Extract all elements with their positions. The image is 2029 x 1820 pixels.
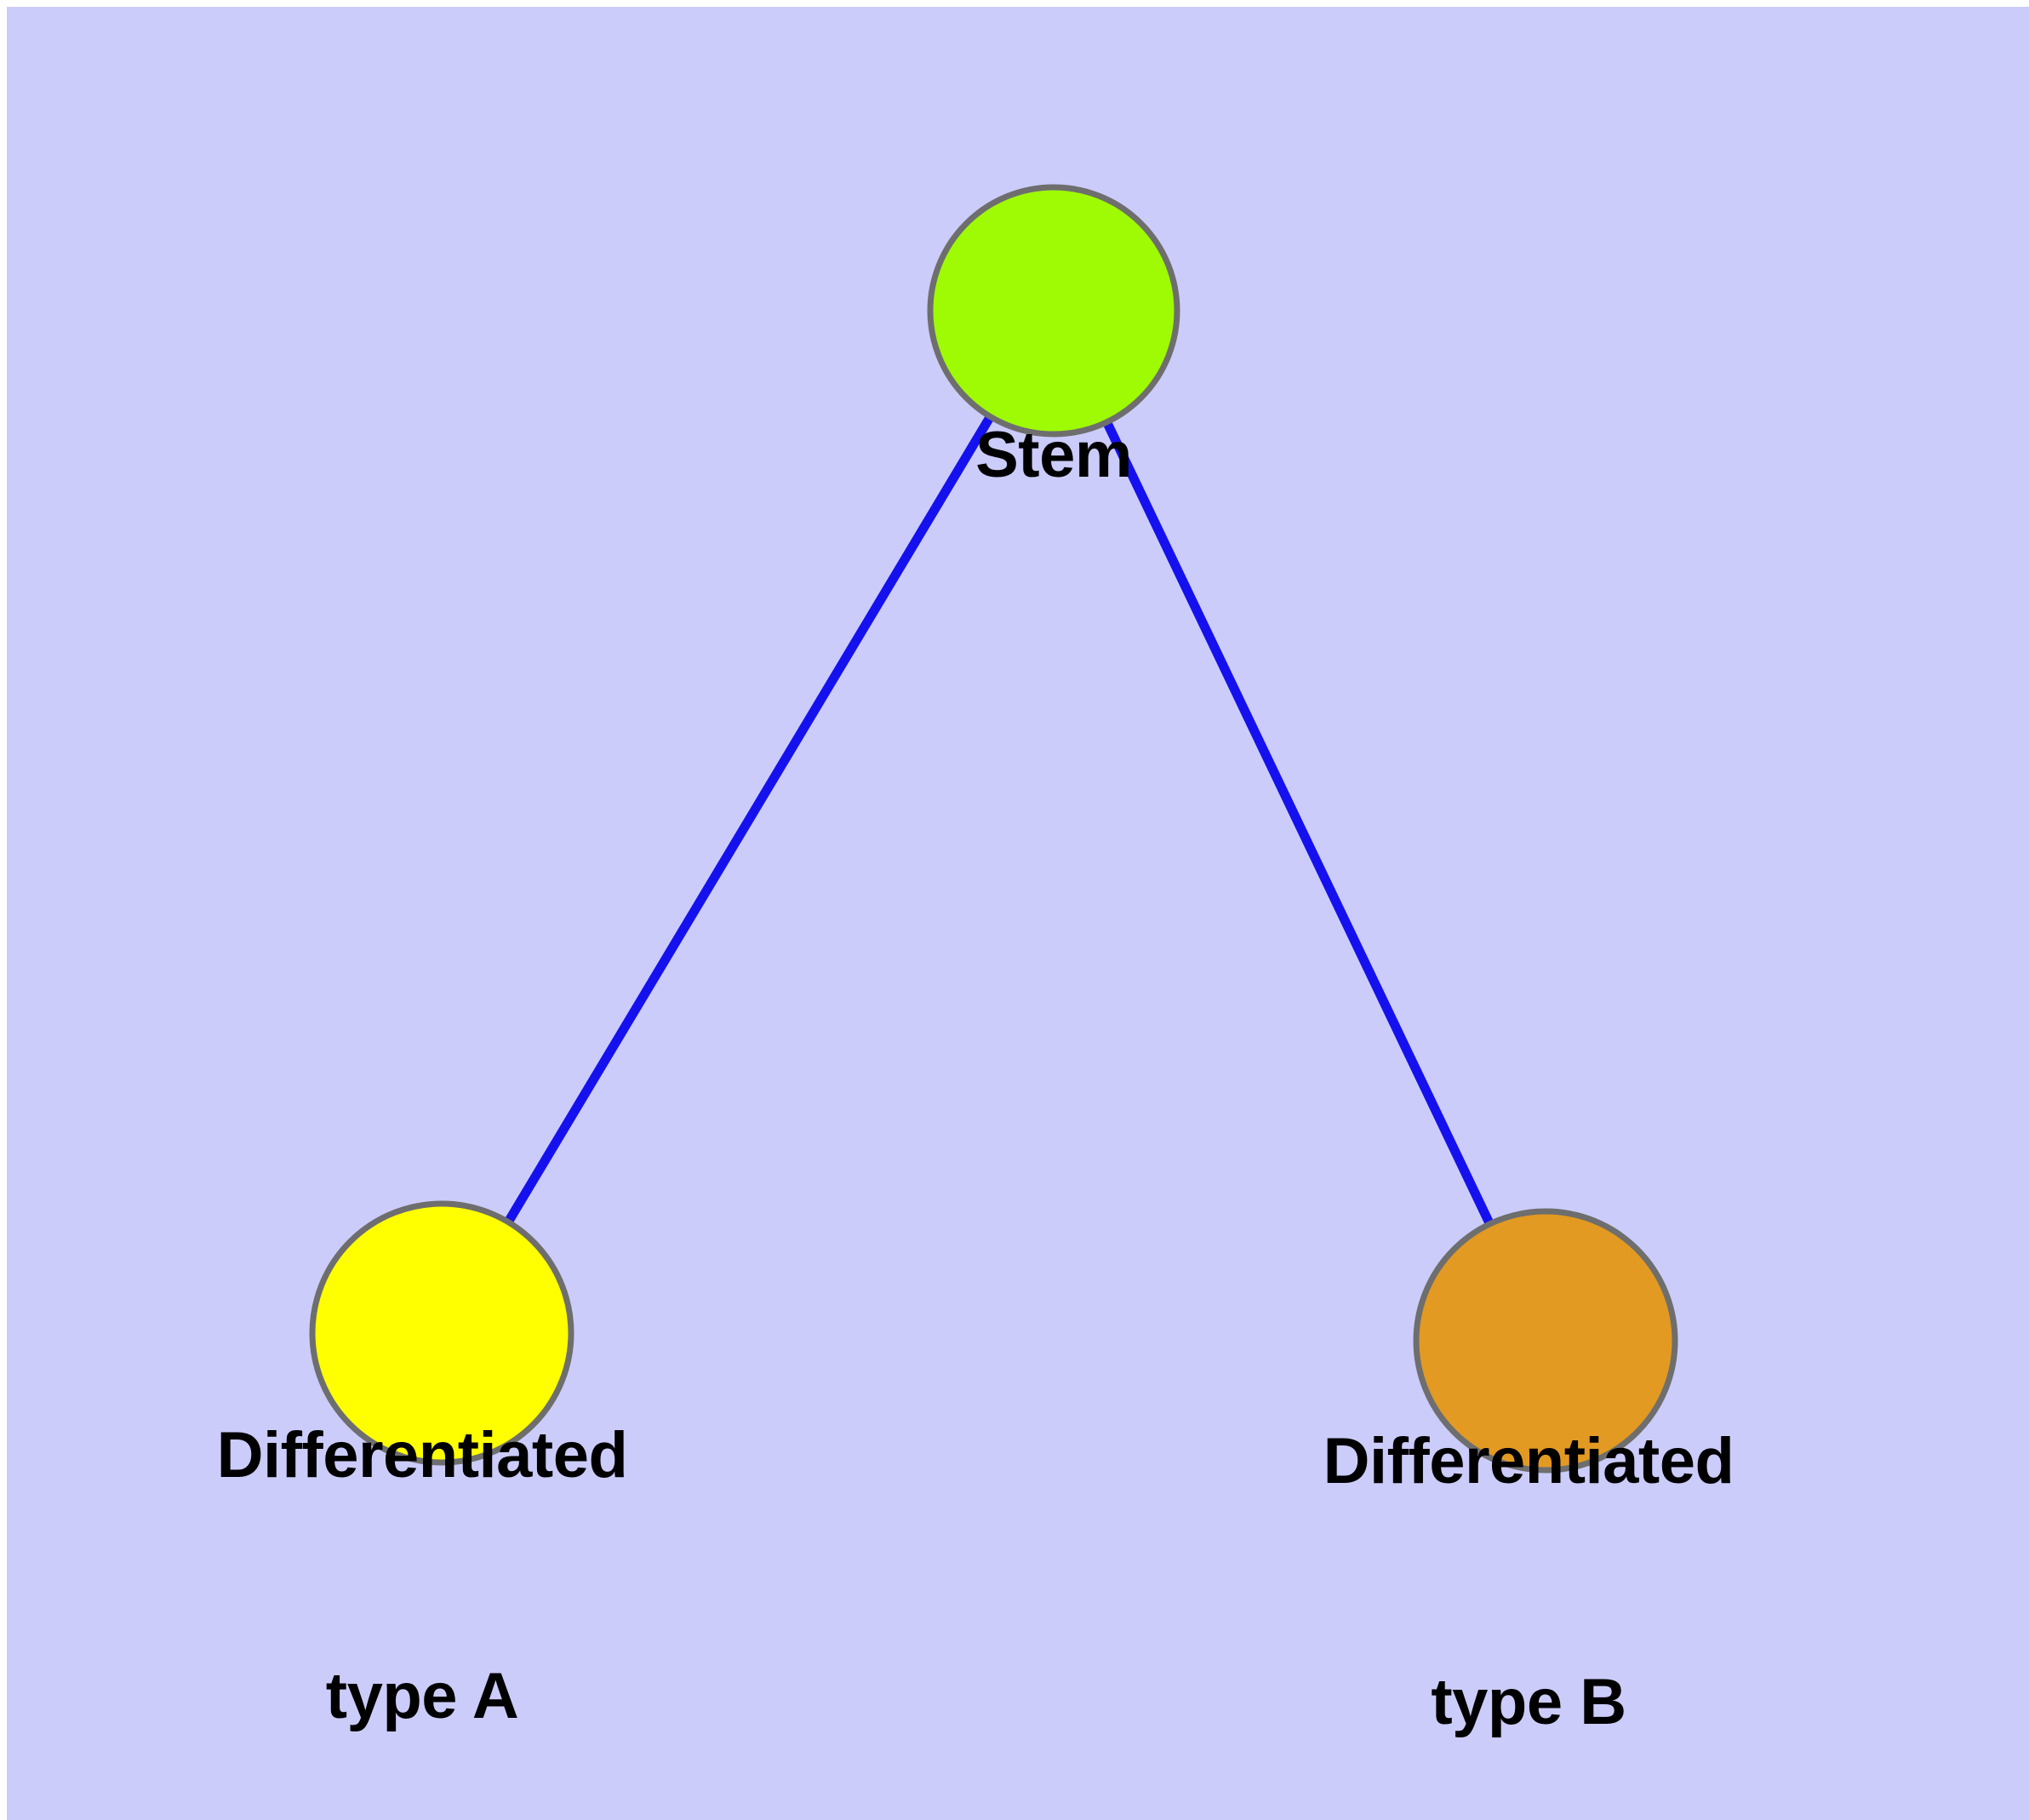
node-label-type-b-line2: type B	[1431, 1666, 1626, 1739]
node-label-differentiated-type-a: Differentiated type A	[167, 1256, 677, 1820]
node-label-type-a-line2: type A	[325, 1660, 519, 1733]
edge-stem-to-type-b[interactable]	[1100, 415, 1496, 1230]
node-label-type-b-line1: Differentiated	[1323, 1425, 1735, 1498]
node-differentiated-type-a[interactable]	[309, 1200, 574, 1466]
node-differentiated-type-b[interactable]	[1413, 1208, 1678, 1474]
node-label-differentiated-type-b: Differentiated type B	[1273, 1262, 1784, 1820]
node-group	[309, 184, 1678, 1474]
node-label-type-a-line1: Differentiated	[216, 1419, 628, 1492]
edge-stem-to-type-a[interactable]	[501, 410, 997, 1228]
node-label-stem: Stem	[892, 255, 1215, 656]
edge-group	[501, 410, 1496, 1230]
node-label-stem-line1: Stem	[975, 419, 1132, 492]
node-stem[interactable]	[927, 184, 1180, 438]
